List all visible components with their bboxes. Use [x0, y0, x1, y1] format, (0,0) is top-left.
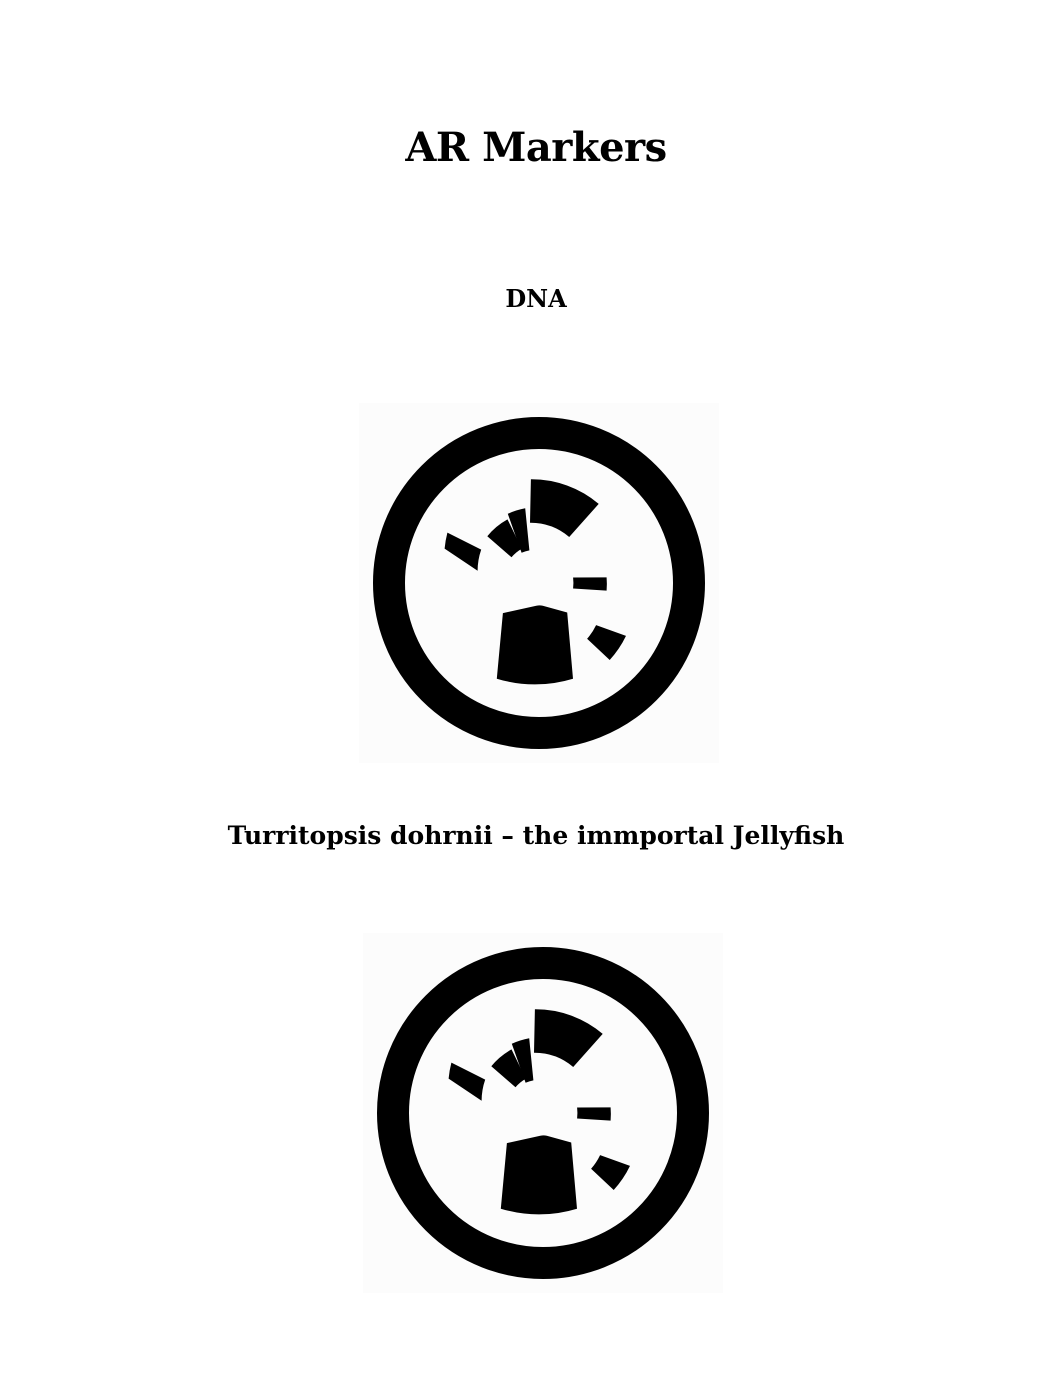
- page-title: AR Markers: [405, 124, 667, 171]
- ar-marker-image-dna: [359, 403, 719, 763]
- ar-marker-icon: [377, 947, 709, 1279]
- section-heading-dna: DNA: [505, 284, 567, 313]
- ar-marker-icon: [373, 417, 705, 749]
- section-heading-jellyfish: Turritopsis dohrnii – the immportal Jell…: [227, 821, 845, 850]
- ar-marker-image-jellyfish: [363, 933, 723, 1293]
